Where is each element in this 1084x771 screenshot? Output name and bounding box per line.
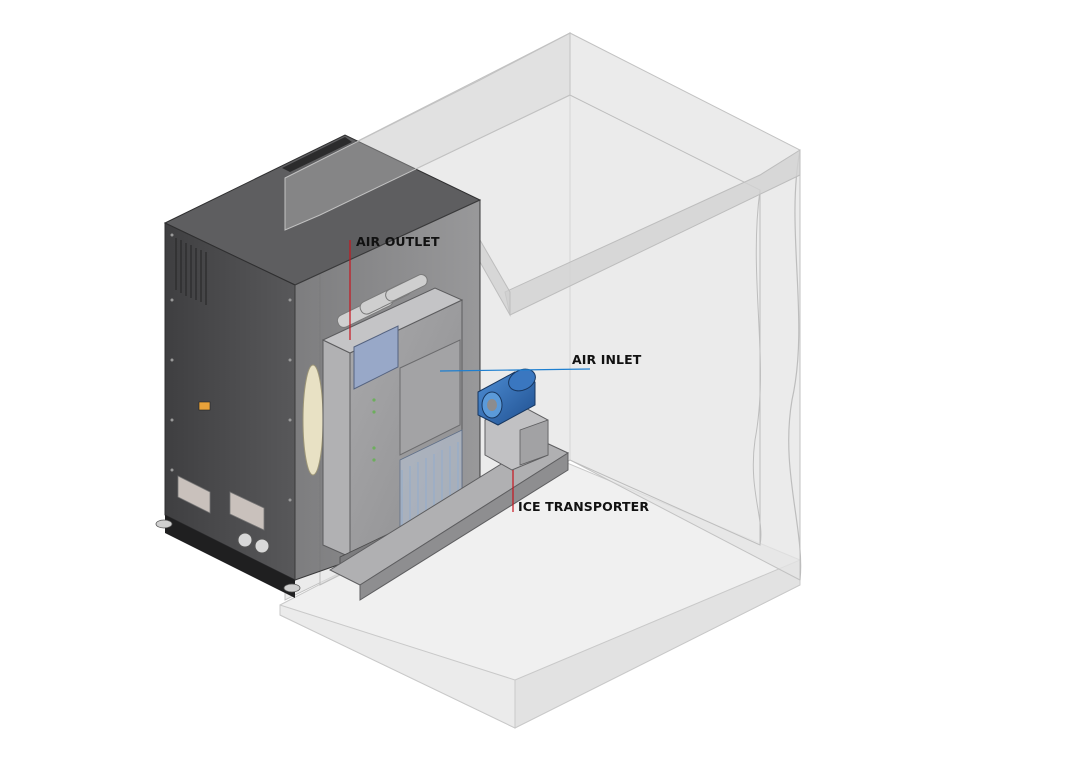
ice-transporter-label: ICE TRANSPORTER [518,499,650,514]
air-outlet-label: AIR OUTLET [356,234,440,249]
air-inlet-label: AIR INLET [572,352,642,367]
room-enclosure-front [284,32,571,315]
air-inlet-leader [439,368,591,372]
blower-motor [477,368,536,426]
